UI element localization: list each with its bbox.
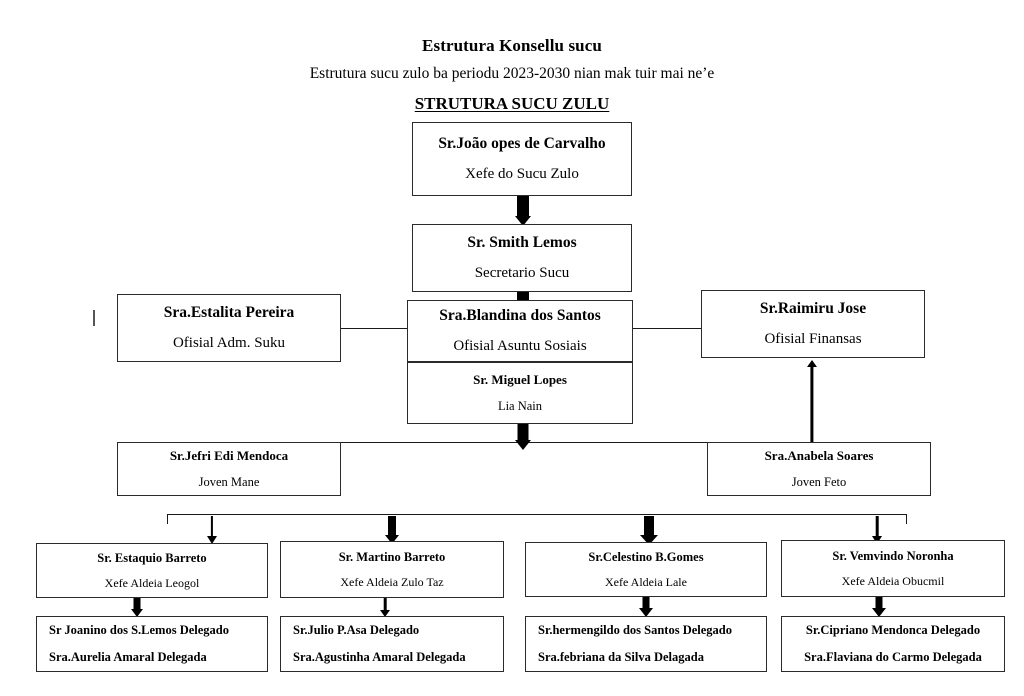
- edge-admin-to-social-line: [341, 328, 413, 330]
- node-youth-male-name: Sr.Jefri Edi Mendoca: [169, 447, 289, 463]
- node-admin-officer[interactable]: Sra.Estalita Pereira Ofisial Adm. Suku: [117, 294, 341, 362]
- node-social-officer[interactable]: Sra.Blandina dos Santos Ofisial Asuntu S…: [407, 300, 633, 362]
- structure-title: STRUTURA SUCU ZULU: [0, 94, 1024, 114]
- edge-youth-female-to-finance-arrow-icon: [806, 360, 818, 442]
- node-youth-female-role: Joven Feto: [791, 475, 847, 490]
- node-delegates-zulo-taz-line1: Sr.Julio P.Asa Delegado: [293, 623, 420, 638]
- edge-aldeia1-to-deleg1-arrow-icon: [129, 597, 145, 617]
- node-youth-male-role: Joven Mane: [198, 475, 260, 490]
- edge-bus-to-aldeia1-arrow-icon: [205, 516, 219, 544]
- node-delegates-leogol-line2: Sra.Aurelia Amaral Delegada: [49, 650, 207, 664]
- node-aldeia-lale-name: Sr.Celestino B.Gomes: [588, 549, 704, 564]
- node-finance-officer[interactable]: Sr.Raimiru Jose Ofisial Finansas: [701, 290, 925, 358]
- node-secretary-role: Secretario Sucu: [474, 264, 570, 281]
- node-lia-nain-name: Sr. Miguel Lopes: [473, 371, 567, 387]
- node-chief[interactable]: Sr.João opes de Carvalho Xefe do Sucu Zu…: [412, 122, 632, 196]
- edge-lianain-to-youth-arrow-icon: [515, 424, 531, 450]
- edge-chief-to-secretary-arrow-icon: [515, 196, 531, 226]
- node-admin-officer-role: Ofisial Adm. Suku: [172, 334, 286, 351]
- node-aldeia-zulo-taz[interactable]: Sr. Martino Barreto Xefe Aldeia Zulo Taz: [280, 541, 504, 598]
- edge-social-to-finance-line: [631, 328, 701, 330]
- page-subtitle: Estrutura sucu zulo ba periodu 2023-2030…: [309, 65, 715, 82]
- node-delegates-obucmil[interactable]: Sr.Cipriano Mendonca Delegado Sra.Flavia…: [781, 616, 1005, 672]
- node-delegates-lale[interactable]: Sr.hermengildo dos Santos Delegado Sra.f…: [525, 616, 767, 672]
- node-social-officer-name: Sra.Blandina dos Santos: [439, 306, 601, 324]
- edge-bus-to-aldeia2-arrow-icon: [384, 516, 400, 544]
- node-chief-role: Xefe do Sucu Zulo: [465, 165, 579, 182]
- node-delegates-leogol-line1: Sr Joanino dos S.Lemos Delegado: [49, 623, 230, 638]
- node-youth-male[interactable]: Sr.Jefri Edi Mendoca Joven Mane: [117, 442, 341, 496]
- node-aldeia-obucmil[interactable]: Sr. Vemvindo Noronha Xefe Aldeia Obucmil: [781, 540, 1005, 597]
- node-aldeia-leogol-role: Xefe Aldeia Leogol: [104, 575, 200, 590]
- node-youth-female-name: Sra.Anabela Soares: [764, 447, 874, 463]
- node-aldeia-zulo-taz-name: Sr. Martino Barreto: [338, 549, 446, 564]
- node-delegates-obucmil-line2: Sra.Flaviana do Carmo Delegada: [804, 650, 982, 664]
- node-delegates-obucmil-line1: Sr.Cipriano Mendonca Delegado: [805, 623, 981, 638]
- node-finance-officer-role: Ofisial Finansas: [764, 330, 862, 347]
- aldeia-bus-right-drop: [906, 514, 908, 524]
- node-aldeia-obucmil-role: Xefe Aldeia Obucmil: [841, 573, 945, 588]
- node-aldeia-zulo-taz-role: Xefe Aldeia Zulo Taz: [340, 574, 444, 589]
- structure-title-text: STRUTURA SUCU ZULU: [414, 94, 610, 113]
- node-aldeia-lale[interactable]: Sr.Celestino B.Gomes Xefe Aldeia Lale: [525, 542, 767, 597]
- edge-aldeia4-to-deleg4-arrow-icon: [871, 596, 887, 617]
- node-secretary[interactable]: Sr. Smith Lemos Secretario Sucu: [412, 224, 632, 292]
- node-delegates-zulo-taz-line2: Sra.Agustinha Amaral Delegada: [293, 650, 466, 664]
- node-social-officer-role: Ofisial Asuntu Sosiais: [453, 337, 587, 354]
- node-chief-name: Sr.João opes de Carvalho: [438, 134, 606, 152]
- node-delegates-zulo-taz[interactable]: Sr.Julio P.Asa Delegado Sra.Agustinha Am…: [280, 616, 504, 672]
- edge-bus-to-aldeia3-arrow-icon: [640, 516, 658, 545]
- page-title: Estrutura Konsellu sucu: [422, 36, 602, 55]
- edge-aldeia3-to-deleg3-arrow-icon: [638, 596, 654, 617]
- node-aldeia-obucmil-name: Sr. Vemvindo Noronha: [832, 548, 954, 563]
- node-lia-nain[interactable]: Sr. Miguel Lopes Lia Nain: [407, 362, 633, 424]
- node-finance-officer-name: Sr.Raimiru Jose: [759, 299, 867, 317]
- node-lia-nain-role: Lia Nain: [497, 399, 543, 414]
- node-delegates-leogol[interactable]: Sr Joanino dos S.Lemos Delegado Sra.Aure…: [36, 616, 268, 672]
- aldeia-bus-left-drop: [167, 514, 169, 524]
- node-admin-officer-name: Sra.Estalita Pereira: [163, 303, 295, 321]
- node-aldeia-leogol-name: Sr. Estaquio Barreto: [97, 550, 207, 565]
- node-aldeia-lale-role: Xefe Aldeia Lale: [605, 574, 687, 589]
- text-cursor-mark: [93, 310, 95, 326]
- edge-aldeia2-to-deleg2-arrow-icon: [378, 597, 392, 617]
- node-youth-female[interactable]: Sra.Anabela Soares Joven Feto: [707, 442, 931, 496]
- node-secretary-name: Sr. Smith Lemos: [467, 233, 577, 251]
- node-aldeia-leogol[interactable]: Sr. Estaquio Barreto Xefe Aldeia Leogol: [36, 543, 268, 598]
- node-delegates-lale-line1: Sr.hermengildo dos Santos Delegado: [538, 623, 733, 638]
- aldeia-distribution-bus-line: [167, 514, 907, 516]
- node-delegates-lale-line2: Sra.febriana da Silva Delagada: [538, 650, 704, 664]
